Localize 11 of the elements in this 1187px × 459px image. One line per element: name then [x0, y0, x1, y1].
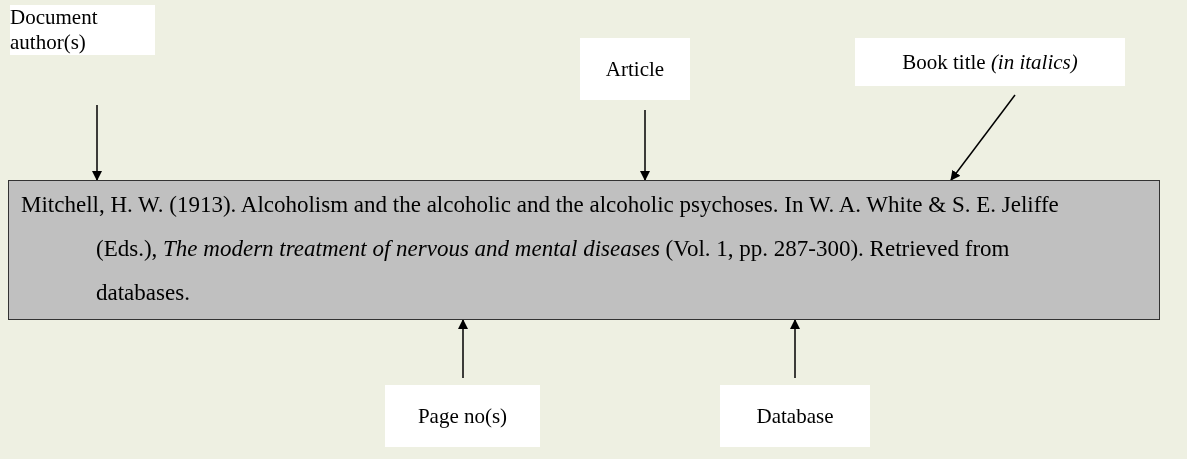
label: Document author(s) [10, 5, 155, 55]
arrow [458, 319, 468, 379]
label: Database [720, 385, 870, 447]
label: Article [580, 38, 690, 100]
citation-box: Mitchell, H. W. (1913). Alcoholism and the alcoholic and the alcoholic psychoses. In W. A. White & S. E. Jeliffe (Eds.), The modern treatment of nervous and mental diseases (Vol. 1, pp. 287-300). Retrieved from databases. [8, 180, 1160, 320]
arrow [790, 319, 800, 379]
label: Page no(s) [385, 385, 540, 447]
arrow [950, 94, 1016, 181]
label: Book title (in italics) [855, 38, 1125, 86]
arrow [92, 104, 102, 181]
arrow [640, 109, 650, 181]
